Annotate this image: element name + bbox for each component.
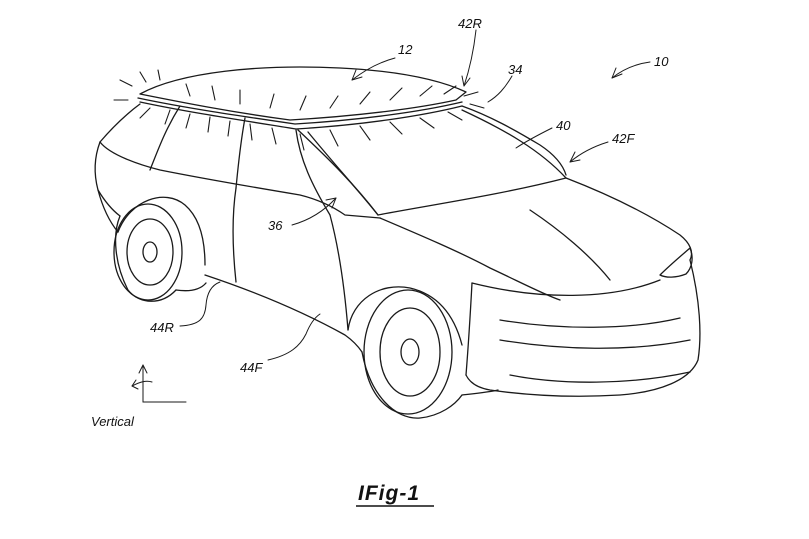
label-42r: 42R xyxy=(458,16,482,31)
figure-caption: IFig-1 xyxy=(358,482,420,505)
label-36: 36 xyxy=(268,218,283,233)
label-12: 12 xyxy=(398,42,413,57)
label-40: 40 xyxy=(556,118,571,133)
label-42f: 42F xyxy=(612,131,635,146)
label-vertical: Vertical xyxy=(91,414,135,429)
light-rays xyxy=(113,69,485,151)
label-44r: 44R xyxy=(150,320,174,335)
label-44f: 44F xyxy=(240,360,263,375)
label-34: 34 xyxy=(508,62,522,77)
vertical-axis-marker xyxy=(131,364,187,403)
vehicle-drawing xyxy=(94,66,701,419)
leader-lines xyxy=(179,29,651,361)
label-10: 10 xyxy=(654,54,669,69)
